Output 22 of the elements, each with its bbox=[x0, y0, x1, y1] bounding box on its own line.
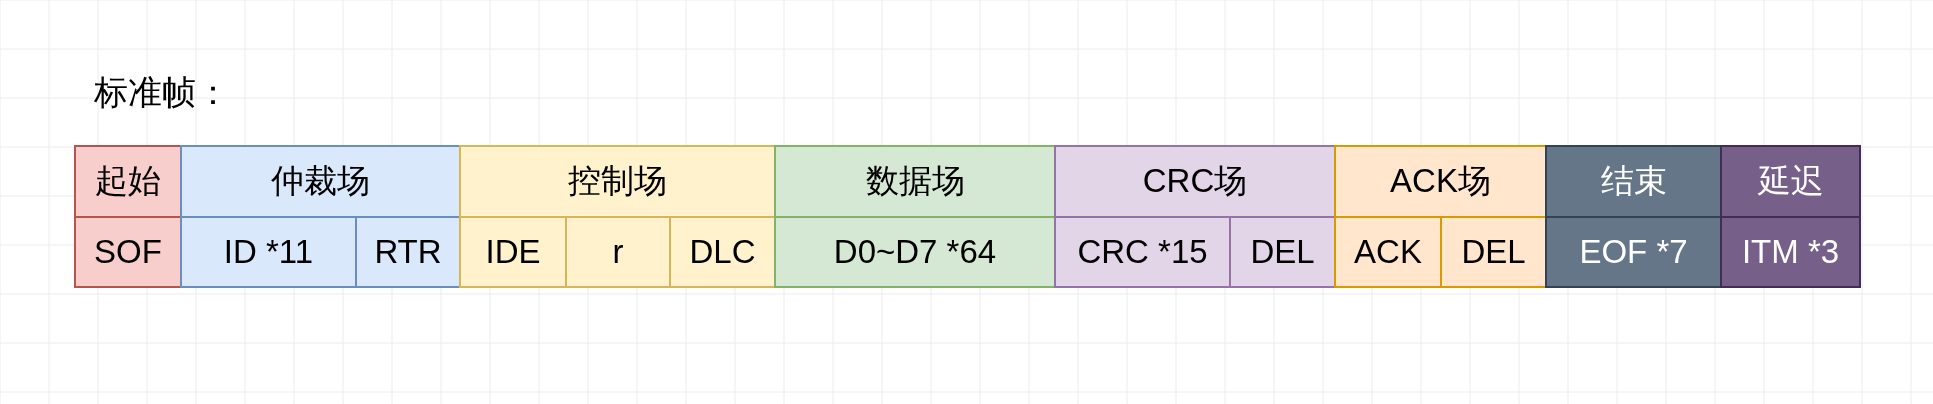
field-header-cell: 起始 bbox=[74, 145, 182, 218]
field-cell: DLC bbox=[669, 216, 776, 288]
field-cell: DEL bbox=[1440, 216, 1547, 288]
field-cell: ITM *3 bbox=[1720, 216, 1861, 288]
field-cell: D0~D7 *64 bbox=[774, 216, 1056, 288]
field-cell: ID *11 bbox=[180, 216, 357, 288]
heading: 标准帧： bbox=[94, 71, 230, 114]
field-header-cell: 结束 bbox=[1545, 145, 1722, 218]
field-header-cell: 延迟 bbox=[1720, 145, 1861, 218]
field-cell: ACK bbox=[1334, 216, 1442, 288]
field-cell: EOF *7 bbox=[1545, 216, 1722, 288]
field-header-cell: 数据场 bbox=[774, 145, 1056, 218]
field-cell: SOF bbox=[74, 216, 182, 288]
field-header-cell: CRC场 bbox=[1054, 145, 1336, 218]
field-header-cell: ACK场 bbox=[1334, 145, 1547, 218]
field-cell: CRC *15 bbox=[1054, 216, 1231, 288]
field-cell: DEL bbox=[1229, 216, 1336, 288]
field-cell: r bbox=[565, 216, 671, 288]
field-header-cell: 仲裁场 bbox=[180, 145, 461, 218]
field-header-cell: 控制场 bbox=[459, 145, 776, 218]
field-cell: IDE bbox=[459, 216, 567, 288]
field-cell: RTR bbox=[355, 216, 461, 288]
